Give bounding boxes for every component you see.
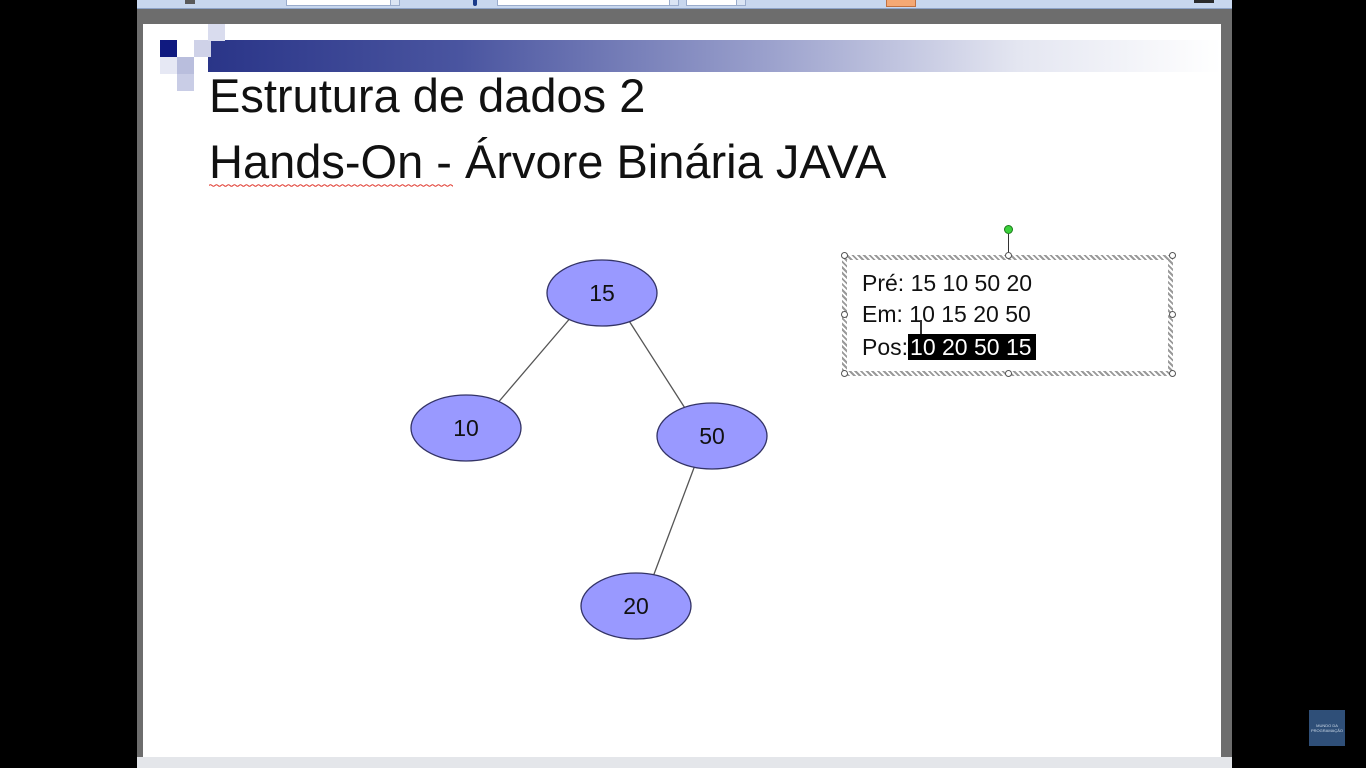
tree-node-label: 20	[623, 593, 649, 619]
toolbar-icon[interactable]	[185, 0, 195, 4]
inorder-values: 10 15 20 50	[909, 301, 1031, 327]
tree-node-label: 15	[589, 280, 615, 306]
watermark-line-2: PROGRAMAÇÃO	[1310, 728, 1343, 733]
toolbar-strip	[137, 0, 1232, 9]
slide-canvas[interactable]: Estrutura de dados 2 Hands-On - Árvore B…	[143, 24, 1221, 764]
inorder-label: Em:	[862, 301, 903, 327]
font-size-dropdown-icon[interactable]	[669, 0, 679, 6]
tree-node-label: 10	[453, 415, 479, 441]
tree-node-ellipse[interactable]	[580, 572, 692, 640]
postorder-line[interactable]: Pos:10 20 50 15	[862, 332, 1036, 362]
zoom-field[interactable]	[686, 0, 738, 6]
resize-handle-right[interactable]	[1169, 311, 1176, 318]
close-icon[interactable]	[1194, 0, 1214, 3]
binary-tree-diagram: 15 10 50 20	[410, 259, 768, 640]
resize-handle-top-left[interactable]	[841, 252, 848, 259]
tree-node-20[interactable]: 20	[580, 572, 692, 640]
slide-subtitle[interactable]: Hands-On - Árvore Binária JAVA	[209, 135, 887, 188]
rotate-stem	[1008, 234, 1009, 254]
decorative-square	[177, 57, 194, 74]
postorder-values-selected[interactable]: 10 20 50 15	[908, 334, 1036, 360]
font-name-dropdown-icon[interactable]	[390, 0, 400, 6]
decorative-square	[208, 24, 225, 41]
spellcheck-underline	[209, 184, 453, 187]
font-color-button[interactable]	[886, 0, 916, 7]
tree-edge	[493, 313, 575, 408]
preorder-line[interactable]: Pré: 15 10 50 20	[862, 268, 1032, 298]
font-size-field[interactable]	[497, 0, 671, 6]
decorative-square	[194, 40, 211, 57]
format-painter-icon[interactable]	[473, 0, 477, 6]
rotate-handle[interactable]	[1004, 225, 1013, 234]
resize-handle-top-right[interactable]	[1169, 252, 1176, 259]
inorder-line[interactable]: Em: 10 15 20 50	[862, 299, 1031, 329]
zoom-dropdown-icon[interactable]	[736, 0, 746, 6]
font-name-field[interactable]	[286, 0, 392, 6]
tree-node-10[interactable]: 10	[410, 394, 522, 462]
status-bar	[137, 757, 1232, 768]
tree-edge	[651, 463, 697, 579]
resize-handle-left[interactable]	[841, 311, 848, 318]
resize-handle-bottom-right[interactable]	[1169, 370, 1176, 377]
slide-title[interactable]: Estrutura de dados 2	[209, 69, 646, 122]
resize-handle-bottom[interactable]	[1005, 370, 1012, 377]
header-gradient-band	[208, 40, 1221, 72]
channel-watermark-logo: MUNDO DA PROGRAMAÇÃO	[1309, 710, 1345, 746]
tree-node-ellipse[interactable]	[546, 259, 658, 327]
tree-node-15[interactable]: 15	[546, 259, 658, 327]
preorder-values: 15 10 50 20	[910, 270, 1033, 296]
tree-node-50[interactable]: 50	[656, 402, 768, 470]
decorative-square	[160, 57, 177, 74]
decorative-square	[160, 40, 177, 57]
decorative-square	[177, 74, 194, 91]
postorder-label: Pos:	[862, 334, 909, 360]
resize-handle-top[interactable]	[1005, 252, 1012, 259]
resize-handle-bottom-left[interactable]	[841, 370, 848, 377]
text-cursor	[920, 320, 922, 334]
tree-node-ellipse[interactable]	[656, 402, 768, 470]
preorder-label: Pré:	[862, 270, 905, 296]
watermark-line-1: MUNDO DA	[1316, 723, 1338, 728]
tree-node-ellipse[interactable]	[410, 394, 522, 462]
tree-edge	[625, 316, 689, 413]
tree-node-label: 50	[699, 423, 725, 449]
